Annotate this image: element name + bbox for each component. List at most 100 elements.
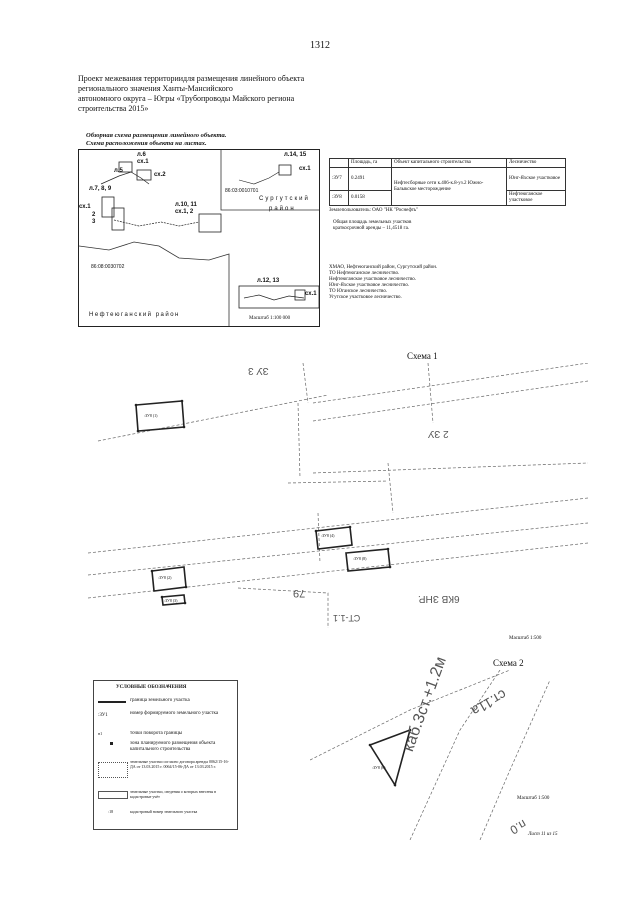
- zu-label: :ЗУ8 (4): [321, 533, 335, 538]
- table-cell: Нефтесборные сети к.406-к.8-уз.2 Южно-Ба…: [391, 167, 507, 206]
- scheme1-title: Схема 1: [407, 351, 438, 361]
- table-cell: 0.2491: [348, 167, 392, 191]
- location-line: Угутское участковое лесничество.: [329, 295, 402, 300]
- header-line: строительства 2015»: [78, 104, 149, 113]
- boundary-symbol: [98, 701, 126, 703]
- scheme-label: сх.1: [305, 291, 317, 297]
- sheet-frame: [278, 164, 292, 176]
- landuser: Землепользователь: ОАО "НК "Роснефть": [329, 208, 419, 213]
- overview-title-1: Обзорная схема размещения линейного объе…: [86, 132, 227, 139]
- zu-label: :ЗУ8 (3): [164, 598, 178, 603]
- sheet-frame: [101, 196, 115, 218]
- plot-number: 79: [293, 587, 306, 599]
- legend-item: земельные участки согласно договора арен…: [98, 759, 233, 785]
- legend-item: граница земельного участка: [98, 698, 233, 706]
- lease-symbol: [98, 762, 128, 778]
- cadastral-boundary: [312, 462, 589, 474]
- location-line: ТО Юганское лесничество.: [329, 289, 388, 294]
- cadastral-boundary: [317, 512, 321, 564]
- legend-item: зона планируемого размещения объекта кап…: [98, 741, 233, 755]
- plot-number: ЗУ 3: [248, 365, 269, 376]
- legend: УСЛОВНЫЕ ОБОЗНАЧЕНИЯ граница земельного …: [93, 680, 238, 830]
- sheet-label: л.6: [137, 152, 146, 158]
- overview-title: Обзорная схема размещения линейного объе…: [86, 132, 226, 148]
- scheme1-graphic: [87, 362, 589, 628]
- sheet-frame: [118, 161, 133, 173]
- landuser-info: Землепользователь: ОАО "НК "Роснефть" Об…: [329, 208, 559, 232]
- sheet-label: л.7, 8, 9: [89, 186, 112, 192]
- table-cell: 0.0158: [348, 190, 392, 206]
- header-line: автономного округа – Югры «Трубопроводы …: [78, 94, 295, 103]
- header-line: регионального значения Ханты-Мансийского: [78, 84, 233, 93]
- pipeline-line: [243, 294, 305, 301]
- legend-title: УСЛОВНЫЕ ОБОЗНАЧЕНИЯ: [116, 685, 187, 690]
- legend-item: :18 кадастровый номер земельного участка: [98, 809, 233, 817]
- scheme2-title: Схема 2: [493, 658, 524, 668]
- cadastral-boundary: [309, 669, 511, 761]
- pipeline-line: [238, 171, 280, 185]
- legend-text: номер формируемого земельного участка: [130, 711, 219, 716]
- table-header: Объект капитального строительства: [391, 158, 507, 168]
- district-boundary: [78, 241, 230, 326]
- cadastral-boundary: [312, 380, 589, 422]
- table-cell: :ЗУ8: [329, 190, 349, 206]
- zu-label: :ЗУ8 (8): [353, 556, 367, 561]
- overview-scale: Масштаб 1:100 000: [249, 316, 291, 321]
- zone-symbol: [110, 742, 113, 745]
- sheet-label: л.14, 15: [284, 152, 307, 158]
- sheet-label: л.5: [114, 168, 123, 174]
- overview-title-2: Схема расположения объекта на листах.: [86, 140, 207, 147]
- cadastral-quarter: 86:03:0010701: [225, 188, 259, 194]
- cadastral-boundary: [427, 362, 434, 424]
- sheet-frame: [111, 207, 125, 231]
- table-header: [329, 158, 349, 168]
- sheet-frame: [136, 169, 152, 181]
- legend-item: н1 точки поворота границы: [98, 731, 233, 739]
- cadastral-boundary: [87, 522, 589, 576]
- table-cell: Юнг-Яхское участковое: [506, 167, 566, 191]
- cadastral-boundary: [287, 480, 389, 484]
- scheme-label: сх.2: [154, 172, 166, 178]
- legend-text: граница земельного участка: [130, 698, 190, 703]
- legend-item: земельные участки, сведения о которых вн…: [98, 789, 233, 803]
- land-plot-boundary: [315, 526, 353, 550]
- cadastral-boundary: [87, 542, 589, 599]
- scheme-label: сх.1: [299, 166, 311, 172]
- cadastral-boundary: [409, 669, 501, 841]
- overview-map: л.5 л.6 сх.1 сх.2 л.7, 8, 9 сх.1 2 3 л.1…: [78, 149, 320, 327]
- total-area-1: Общая площадь земельных участков: [333, 220, 412, 225]
- zu-label: :ЗУ8 (6): [372, 765, 386, 770]
- cadastral-boundary: [237, 587, 329, 628]
- cadastral-boundary: [312, 362, 589, 404]
- legend-text: земельные участки согласно договора арен…: [130, 759, 229, 769]
- scheme2-scale: Масштаб 1:500: [517, 796, 550, 801]
- cadastral-quarter: 86:08:0030702: [91, 264, 125, 270]
- cadastral-boundary: [387, 462, 394, 514]
- zu-label: :ЗУ8 (2): [158, 575, 172, 580]
- table-header: Лесничество: [506, 158, 566, 168]
- table-cell: :ЗУ7: [329, 167, 349, 191]
- cadastral-boundary: [297, 402, 301, 479]
- sheet-frame: [294, 289, 306, 301]
- legend-text: зона планируемого размещения объекта кап…: [130, 741, 216, 752]
- zu-label: :ЗУ8 (1): [144, 413, 158, 418]
- line-label: 6КВ ЗНР.: [418, 593, 460, 604]
- location-line: Нефтеюганское участковое лесничество.: [329, 277, 417, 282]
- attribute-table: Площадь, га Объект капитального строител…: [329, 158, 566, 206]
- district-name: район: [269, 206, 296, 212]
- cadastral-boundary: [97, 394, 329, 442]
- land-plot-boundary: [368, 728, 412, 787]
- legend-text: земельные участки, сведения о которых вн…: [130, 789, 217, 799]
- cadastral-boundary: [87, 497, 589, 554]
- scheme1-scale: Масштаб 1:500: [509, 636, 542, 641]
- document-header: Проект межевания территориидля размещени…: [78, 74, 343, 114]
- legend-text: точки поворота границы: [130, 731, 183, 736]
- scheme-label: сх.1, 2: [175, 209, 194, 215]
- cadastral-boundary: [302, 362, 309, 404]
- sheet-label: л.10, 11: [175, 202, 197, 208]
- page-number: 1312: [310, 40, 330, 51]
- pipeline-line: [113, 219, 200, 227]
- overview-map-graphic: [78, 150, 320, 326]
- scheme-label: 2: [92, 212, 96, 218]
- scheme-label: сх.1: [79, 204, 91, 210]
